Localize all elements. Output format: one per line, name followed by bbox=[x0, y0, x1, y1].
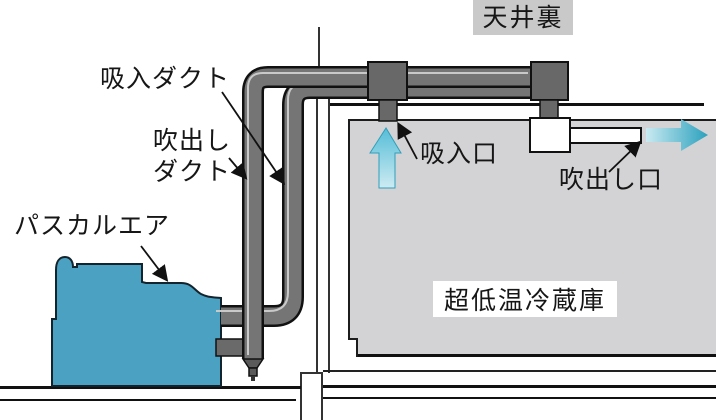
freezer-cabinet-body bbox=[348, 119, 716, 357]
wall-line-right bbox=[328, 98, 330, 373]
suction-ceiling-connector bbox=[367, 61, 408, 101]
blowout-duct-pipe bbox=[242, 66, 533, 359]
wall-line-top bbox=[318, 27, 320, 68]
airflow-right-arrow bbox=[646, 119, 708, 151]
pillar-right-line bbox=[321, 373, 323, 420]
suction-port-stub bbox=[378, 99, 398, 122]
suction-port-pointer-arrow bbox=[397, 121, 418, 160]
blowout-diffuser-box bbox=[529, 117, 571, 153]
ceiling-line bbox=[330, 103, 704, 106]
ceiling-space-label: 天井裏 bbox=[473, 0, 573, 35]
blowout-diffuser-duct bbox=[567, 127, 642, 144]
freezer-label: 超低温冷蔵庫 bbox=[433, 281, 617, 317]
floor-line-left-thin bbox=[0, 399, 296, 401]
pascal-air-pointer-arrow bbox=[140, 245, 169, 282]
baseline-right-upper bbox=[323, 370, 716, 372]
airflow-up-arrow bbox=[369, 127, 402, 189]
suction-duct-label: 吸入ダクト bbox=[100, 65, 231, 93]
pascal-air-machine bbox=[51, 255, 222, 387]
suction-duct-pointer-arrow bbox=[221, 91, 286, 185]
blowout-port-label: 吹出し口 bbox=[559, 166, 664, 194]
blowout-ceiling-connector bbox=[530, 61, 569, 101]
blowout-duct-label: 吹出し ダクト bbox=[152, 127, 231, 186]
pillar-left-line bbox=[300, 373, 302, 420]
blowout-port-pointer-arrow bbox=[608, 140, 642, 173]
wall-line-left bbox=[316, 98, 318, 373]
freezer-cabinet-notch bbox=[348, 338, 358, 357]
suction-port-label: 吸入口 bbox=[420, 140, 499, 168]
drain-funnel bbox=[241, 358, 265, 381]
blowout-duct-pointer-arrow bbox=[228, 157, 248, 180]
floor-line-right-thick bbox=[323, 385, 716, 388]
floor-line-left-thick bbox=[0, 386, 301, 389]
pascal-air-label: パスカルエア bbox=[14, 212, 171, 240]
floor-line-right-thin bbox=[323, 397, 716, 399]
pillar-top-line bbox=[300, 372, 323, 374]
